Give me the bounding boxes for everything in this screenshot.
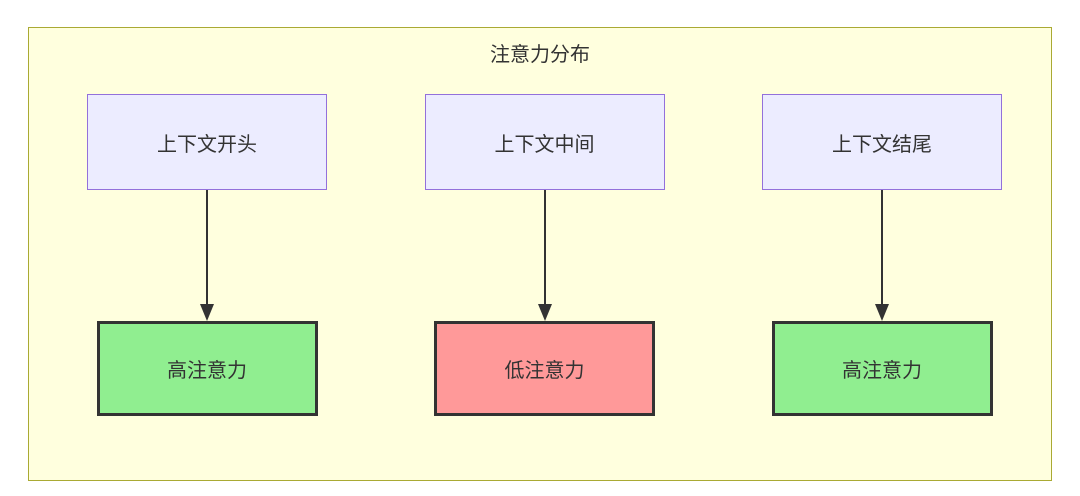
- node-high-attention-1: 高注意力: [96, 321, 318, 416]
- node-context-start: 上下文开头: [87, 94, 327, 190]
- arrow-down-icon: [537, 190, 552, 321]
- flow-column-context-middle: 上下文中间 低注意力: [424, 94, 665, 416]
- node-low-attention: 低注意力: [434, 321, 655, 416]
- diagram-title: 注意力分布: [490, 44, 590, 66]
- node-high-attention-2: 高注意力: [771, 321, 993, 416]
- flow-columns: 上下文开头 高注意力 上下文中间 低注意力 上下文结尾 高注意力: [29, 94, 1051, 416]
- arrow-down-icon: [875, 190, 889, 321]
- flow-column-context-start: 上下文开头 高注意力: [87, 94, 327, 416]
- node-context-middle: 上下文中间: [424, 94, 665, 190]
- attention-distribution-subgraph: 注意力分布 上下文开头 高注意力 上下文中间 低注意力 上下文结尾: [28, 27, 1052, 481]
- arrow-down-icon: [200, 190, 214, 321]
- node-context-end: 上下文结尾: [762, 94, 1002, 190]
- flow-column-context-end: 上下文结尾 高注意力: [762, 94, 1002, 416]
